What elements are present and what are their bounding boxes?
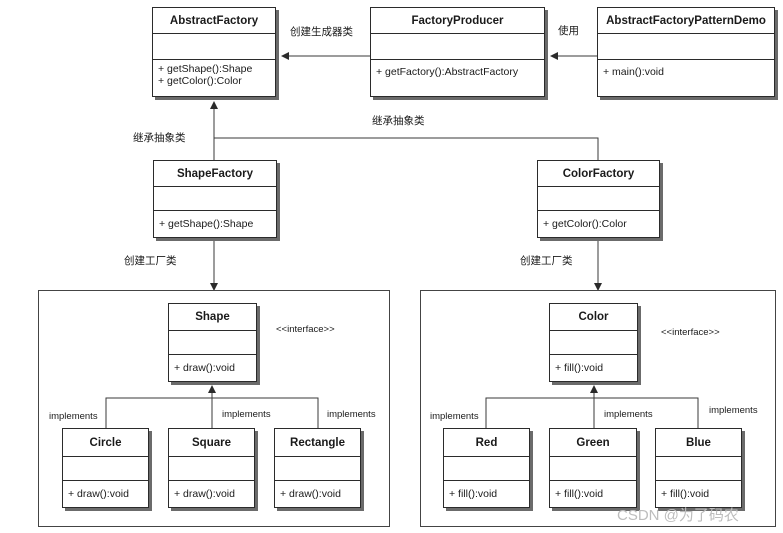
class-color-factory: ColorFactory + getColor():Color <box>537 160 660 238</box>
class-attributes <box>444 457 529 481</box>
class-attributes <box>275 457 360 481</box>
operation: + getColor():Color <box>543 218 627 230</box>
line-color-impls <box>485 397 699 428</box>
class-attributes <box>550 331 637 355</box>
class-name: Circle <box>63 429 148 457</box>
stereotype-interface-color: <<interface>> <box>661 327 720 338</box>
operation: + draw():void <box>280 488 341 500</box>
class-name: AbstractFactory <box>153 8 275 34</box>
class-color-interface: Color + fill():void <box>549 303 638 382</box>
class-blue: Blue + fill():void <box>655 428 742 508</box>
label-create-factory-left: 创建工厂类 <box>124 255 177 267</box>
class-operations: + draw():void <box>169 355 256 374</box>
class-name: Shape <box>169 304 256 331</box>
class-name: Rectangle <box>275 429 360 457</box>
class-attributes <box>153 34 275 60</box>
class-name: ShapeFactory <box>154 161 276 187</box>
label-create-factory-right: 创建工厂类 <box>520 255 573 267</box>
class-operations: + getFactory():AbstractFactory <box>371 60 544 78</box>
class-attributes <box>538 187 659 211</box>
class-name: FactoryProducer <box>371 8 544 34</box>
class-rectangle: Rectangle + draw():void <box>274 428 361 508</box>
label-implements-rectangle: implements <box>327 409 376 420</box>
label-implements-red: implements <box>430 411 479 422</box>
class-attributes <box>656 457 741 481</box>
class-square: Square + draw():void <box>168 428 255 508</box>
class-operations: + main():void <box>598 60 774 78</box>
class-shape-interface: Shape + draw():void <box>168 303 257 382</box>
operation: + getShape():Shape <box>158 63 253 75</box>
class-demo: AbstractFactoryPatternDemo + main():void <box>597 7 775 97</box>
class-abstract-factory: AbstractFactory + getShape():Shape + get… <box>152 7 276 97</box>
class-name: ColorFactory <box>538 161 659 187</box>
label-uses: 使用 <box>558 25 579 37</box>
class-factory-producer: FactoryProducer + getFactory():AbstractF… <box>370 7 545 97</box>
class-green: Green + fill():void <box>549 428 637 508</box>
label-inherit-right: 继承抽象类 <box>372 115 425 127</box>
class-name: Blue <box>656 429 741 457</box>
label-create-generator: 创建生成器类 <box>290 26 353 38</box>
operation: + getFactory():AbstractFactory <box>376 66 519 78</box>
class-operations: + getShape():Shape <box>154 211 276 230</box>
label-implements-blue: implements <box>709 405 758 416</box>
class-shape-factory: ShapeFactory + getShape():Shape <box>153 160 277 238</box>
class-attributes <box>550 457 636 481</box>
class-operations: + fill():void <box>444 481 529 500</box>
class-name: Color <box>550 304 637 331</box>
class-operations: + fill():void <box>656 481 741 500</box>
operation: + fill():void <box>555 488 604 500</box>
class-operations: + draw():void <box>63 481 148 500</box>
class-name: Green <box>550 429 636 457</box>
class-red: Red + fill():void <box>443 428 530 508</box>
operation: + getColor():Color <box>158 75 242 87</box>
label-implements-green: implements <box>604 409 653 420</box>
class-name: Red <box>444 429 529 457</box>
operation: + fill():void <box>661 488 710 500</box>
line-colorfactory-inherit <box>214 137 599 160</box>
class-attributes <box>169 457 254 481</box>
class-circle: Circle + draw():void <box>62 428 149 508</box>
class-attributes <box>371 34 544 60</box>
class-operations: + draw():void <box>275 481 360 500</box>
class-operations: + fill():void <box>550 355 637 374</box>
shape-group-box <box>38 290 390 527</box>
operation: + draw():void <box>174 488 235 500</box>
class-attributes <box>63 457 148 481</box>
class-operations: + draw():void <box>169 481 254 500</box>
operation: + getShape():Shape <box>159 218 254 230</box>
class-attributes <box>154 187 276 211</box>
watermark: CSDN @为了码农 <box>617 507 739 524</box>
class-operations: + fill():void <box>550 481 636 500</box>
operation: + fill():void <box>449 488 498 500</box>
class-name: Square <box>169 429 254 457</box>
class-operations: + getColor():Color <box>538 211 659 230</box>
color-group-box <box>420 290 776 527</box>
stereotype-interface-shape: <<interface>> <box>276 324 335 335</box>
class-attributes <box>169 331 256 355</box>
operation: + draw():void <box>174 362 235 374</box>
operation: + fill():void <box>555 362 604 374</box>
class-name: AbstractFactoryPatternDemo <box>598 8 774 34</box>
operation: + draw():void <box>68 488 129 500</box>
label-implements-square: implements <box>222 409 271 420</box>
operation: + main():void <box>603 66 664 78</box>
label-implements-circle: implements <box>49 411 98 422</box>
class-operations: + getShape():Shape + getColor():Color <box>153 60 275 87</box>
label-inherit-left: 继承抽象类 <box>133 132 186 144</box>
class-attributes <box>598 34 774 60</box>
